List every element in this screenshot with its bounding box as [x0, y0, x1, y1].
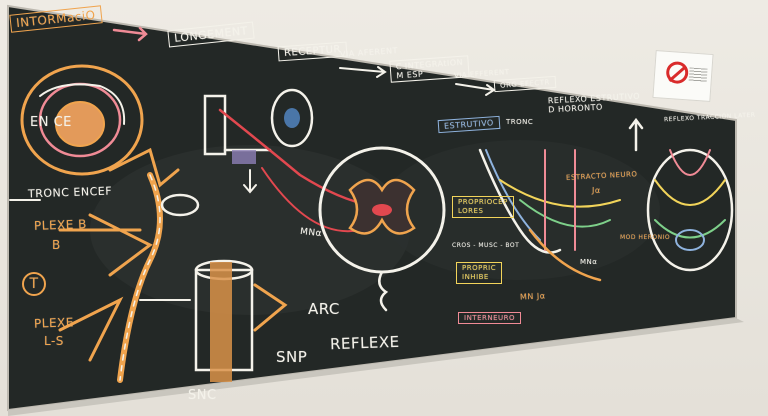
mn-right-label: MNα [580, 258, 597, 266]
arc-label: ARC [308, 300, 340, 318]
mn-gamma-label: MN Jα [520, 291, 546, 301]
t-circle-label: T [22, 272, 46, 296]
tronco-label: TRONC [506, 118, 533, 127]
centre-line-1: C INTEGRAtION [395, 58, 463, 72]
gamma-sub-label: Jα [592, 186, 601, 195]
proprio-inhib-line-1: PROPRIC [462, 264, 496, 272]
cross-label: CROS - MUSC - BOT [452, 242, 519, 249]
centre-line-2: M ESP [396, 69, 423, 80]
plexe-b-label: PLEXE B [34, 217, 87, 233]
sign-text-lines [689, 67, 708, 82]
interneurons-label: INTERNEURO [458, 312, 521, 324]
proprio-line-1: PROPRIOCEP [458, 198, 508, 206]
proprio-line-2: LORES [458, 207, 483, 215]
plexe-b-sub-label: B [52, 238, 61, 252]
proprio-label: PROPRIOCEP LORES [452, 196, 514, 218]
no-smoking-icon [665, 61, 688, 84]
proprio-inhib-line-2: INHIBE [462, 273, 489, 281]
no-smoking-sign [652, 50, 713, 102]
reflexe-label: REFLEXE [330, 333, 400, 353]
encephale-label: EN CE [30, 116, 72, 130]
plexe-ls-sub-label: L-S [44, 334, 64, 348]
snc-label: SNC [188, 388, 217, 403]
snp-label: SNP [276, 348, 307, 366]
mn-label: MNα [300, 227, 323, 239]
right-side-label: MOD HERONIO [620, 234, 670, 241]
plexe-ls-label: PLEXE [34, 315, 74, 330]
proprio-inhib-label: PROPRIC INHIBE [456, 262, 502, 284]
